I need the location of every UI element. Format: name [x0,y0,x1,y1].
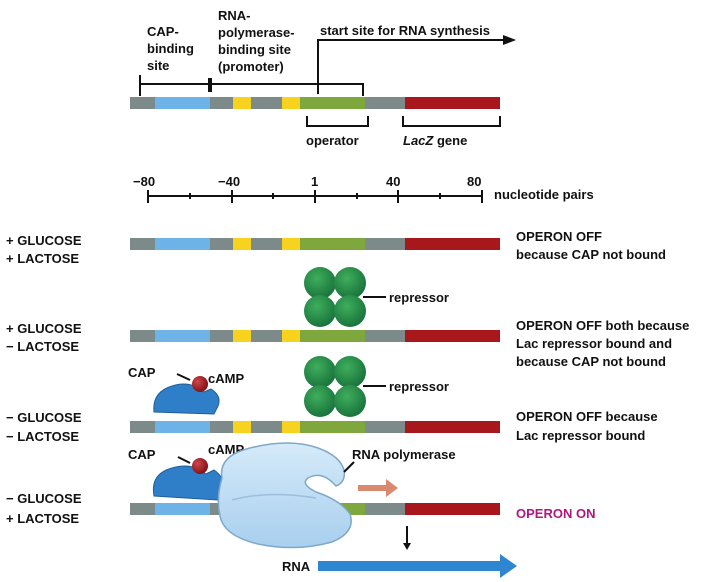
repressor-label-row2: repressor [389,290,449,305]
row2-right-1: OPERON OFF both because [516,318,689,333]
cap-promoter-bracket [139,75,364,96]
nucleotide-scale: −80 −40 1 40 80 nucleotide pairs [133,174,594,203]
rna-polymerase-groove [231,493,317,501]
repressor-label-row3: repressor [389,379,449,394]
cap-label-row3: CAP [128,365,156,380]
row1-right-1: OPERON OFF [516,229,602,244]
cap-protein-row4 [152,465,224,501]
top-labels: CAP- binding site RNA- polymerase- bindi… [147,8,490,74]
row2-left-2: − LACTOSE [6,339,79,354]
camp-molecule-row4 [192,458,208,474]
camp-label-row3: cAMP [208,371,244,386]
dna-strand-top [130,97,500,109]
condition-row-4: CAP cAMP − GLUCOSE + LACTOSE RNA polymer… [6,442,595,578]
operator-label: operator [306,133,359,148]
promoter-label-3: binding site [218,42,291,57]
tick-label-1: 1 [311,174,318,189]
polymerase-pointer [343,461,355,473]
row3-right-1: OPERON OFF because [516,409,658,424]
tick-label-40: 40 [386,174,400,189]
cap-pointer-row4 [177,456,191,464]
row4-left-1: − GLUCOSE [6,491,82,506]
row4-left-2: + LACTOSE [6,511,79,526]
dna-strand-row1 [130,238,500,250]
tick-label-minus40: −40 [218,174,240,189]
promoter-label-2: polymerase- [218,25,295,40]
operator-bracket [306,116,369,127]
row2-right-2: Lac repressor bound and [516,336,672,351]
transcript-pointer-head [403,543,411,550]
repressor-row3 [304,356,366,417]
cap-site-label-1: CAP- [147,24,179,39]
camp-molecule-row3 [192,376,208,392]
condition-row-1: + GLUCOSE + LACTOSE OPERON OFF because C… [6,229,666,266]
scale-unit-label: nucleotide pairs [494,187,594,202]
cap-site-label-3: site [147,58,169,73]
cap-site-label-2: binding [147,41,194,56]
row4-right-1: OPERON ON [516,506,595,521]
row2-left-1: + GLUCOSE [6,321,82,336]
promoter-label-4: (promoter) [218,59,284,74]
rna-polymerase-label: RNA polymerase [352,447,456,462]
start-site-label: start site for RNA synthesis [320,23,490,38]
dna-strand-row2 [130,330,500,342]
row1-left-2: + LACTOSE [6,251,79,266]
start-site-arrow-line [317,39,505,94]
transcription-direction-arrow [358,479,398,497]
promoter-label-1: RNA- [218,8,251,23]
row3-right-2: Lac repressor bound [516,428,645,443]
top-brackets [139,39,505,96]
row1-right-2: because CAP not bound [516,247,666,262]
dna-strand-row3 [130,421,500,433]
cap-pointer-row3 [176,373,191,381]
scale-line [147,190,483,203]
tick-label-minus80: −80 [133,174,155,189]
lacz-gene-label: LacZ gene [403,133,467,148]
row3-left-1: − GLUCOSE [6,410,82,425]
rna-transcript-arrow [318,554,517,578]
lacz-bracket [402,116,501,127]
tick-label-80: 80 [467,174,481,189]
row1-left-1: + GLUCOSE [6,233,82,248]
repressor-row2 [304,267,366,327]
cap-protein-row3 [153,383,220,415]
start-site-arrow-head [503,35,516,45]
cap-label-row4: CAP [128,447,156,462]
row2-right-3: because CAP not bound [516,354,666,369]
condition-row-3: CAP cAMP repressor − GLUCOSE − LACTOSE O… [6,356,658,444]
condition-row-2: repressor + GLUCOSE − LACTOSE OPERON OFF… [6,267,689,369]
rna-label: RNA [282,559,311,574]
row3-left-2: − LACTOSE [6,429,79,444]
